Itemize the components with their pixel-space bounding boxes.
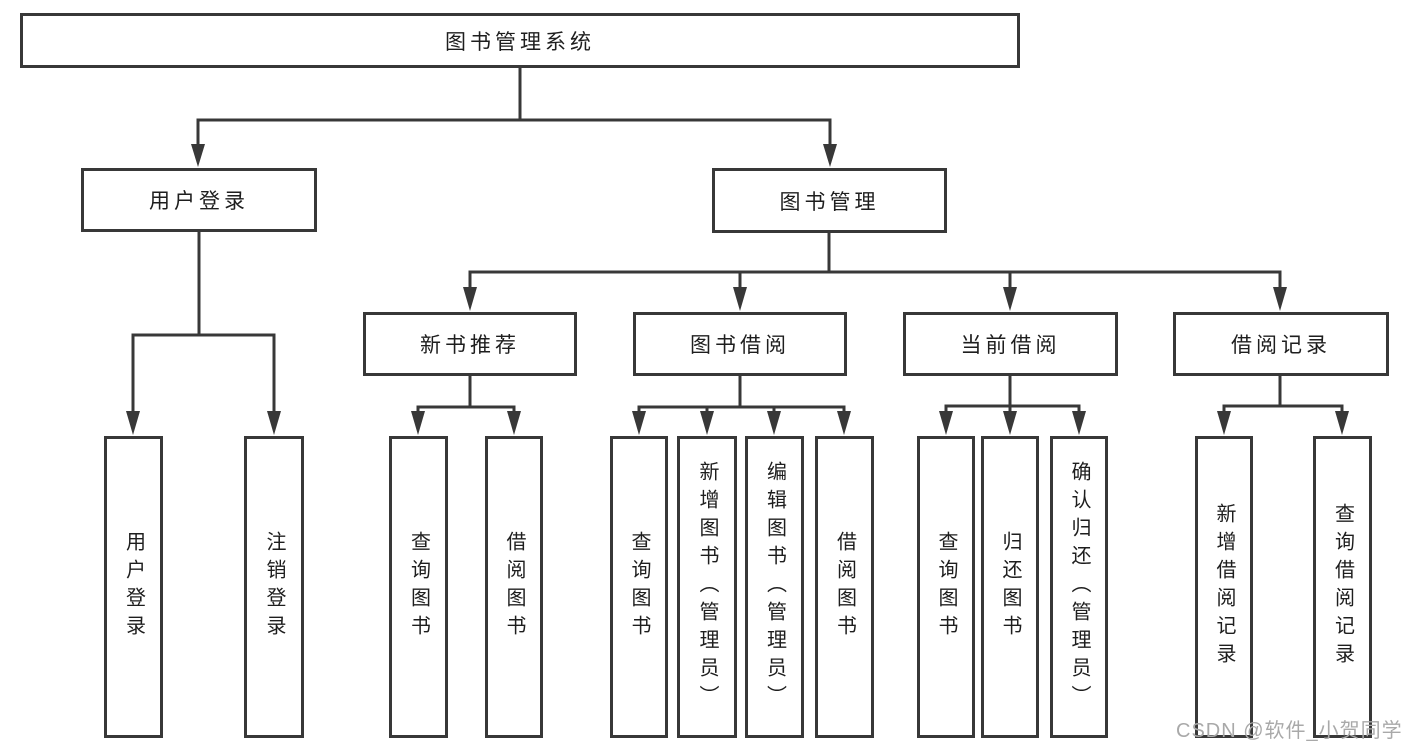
connector-book-management-to-level3 — [463, 231, 1287, 311]
connector-borrow-record-to-children — [1217, 374, 1349, 435]
leaf-confirm-return-admin: 确认归还（管理员） — [1050, 436, 1108, 738]
leaf-query-borrow-record: 查询借阅记录 — [1313, 436, 1372, 738]
leaf-add-borrow-record: 新增借阅记录 — [1195, 436, 1253, 738]
connector-root-to-level2 — [191, 66, 837, 167]
leaf-borrow-books-recommend: 借阅图书 — [485, 436, 543, 738]
node-book-borrow: 图书借阅 — [633, 312, 847, 376]
leaf-add-books-admin: 新增图书（管理员） — [677, 436, 737, 738]
node-library-management-system: 图书管理系统 — [20, 13, 1020, 68]
leaf-query-books-current: 查询图书 — [917, 436, 975, 738]
connector-new-book-recommend-to-children — [411, 374, 521, 435]
node-new-book-recommend: 新书推荐 — [363, 312, 577, 376]
connector-user-login-to-children — [126, 230, 281, 435]
leaf-query-books-borrow: 查询图书 — [610, 436, 668, 738]
leaf-borrow-books: 借阅图书 — [815, 436, 874, 738]
leaf-return-books: 归还图书 — [981, 436, 1039, 738]
node-book-management: 图书管理 — [712, 168, 947, 233]
watermark: CSDN @软件_小贺同学 — [1176, 720, 1403, 742]
leaf-user-login: 用户登录 — [104, 436, 163, 738]
node-current-borrow: 当前借阅 — [903, 312, 1118, 376]
node-borrow-record: 借阅记录 — [1173, 312, 1389, 376]
leaf-edit-books-admin: 编辑图书（管理员） — [745, 436, 804, 738]
node-user-login: 用户登录 — [81, 168, 317, 232]
leaf-logout: 注销登录 — [244, 436, 304, 738]
connector-book-borrow-to-children — [632, 374, 851, 435]
leaf-query-books-recommend: 查询图书 — [389, 436, 448, 738]
connector-current-borrow-to-children — [939, 374, 1086, 435]
